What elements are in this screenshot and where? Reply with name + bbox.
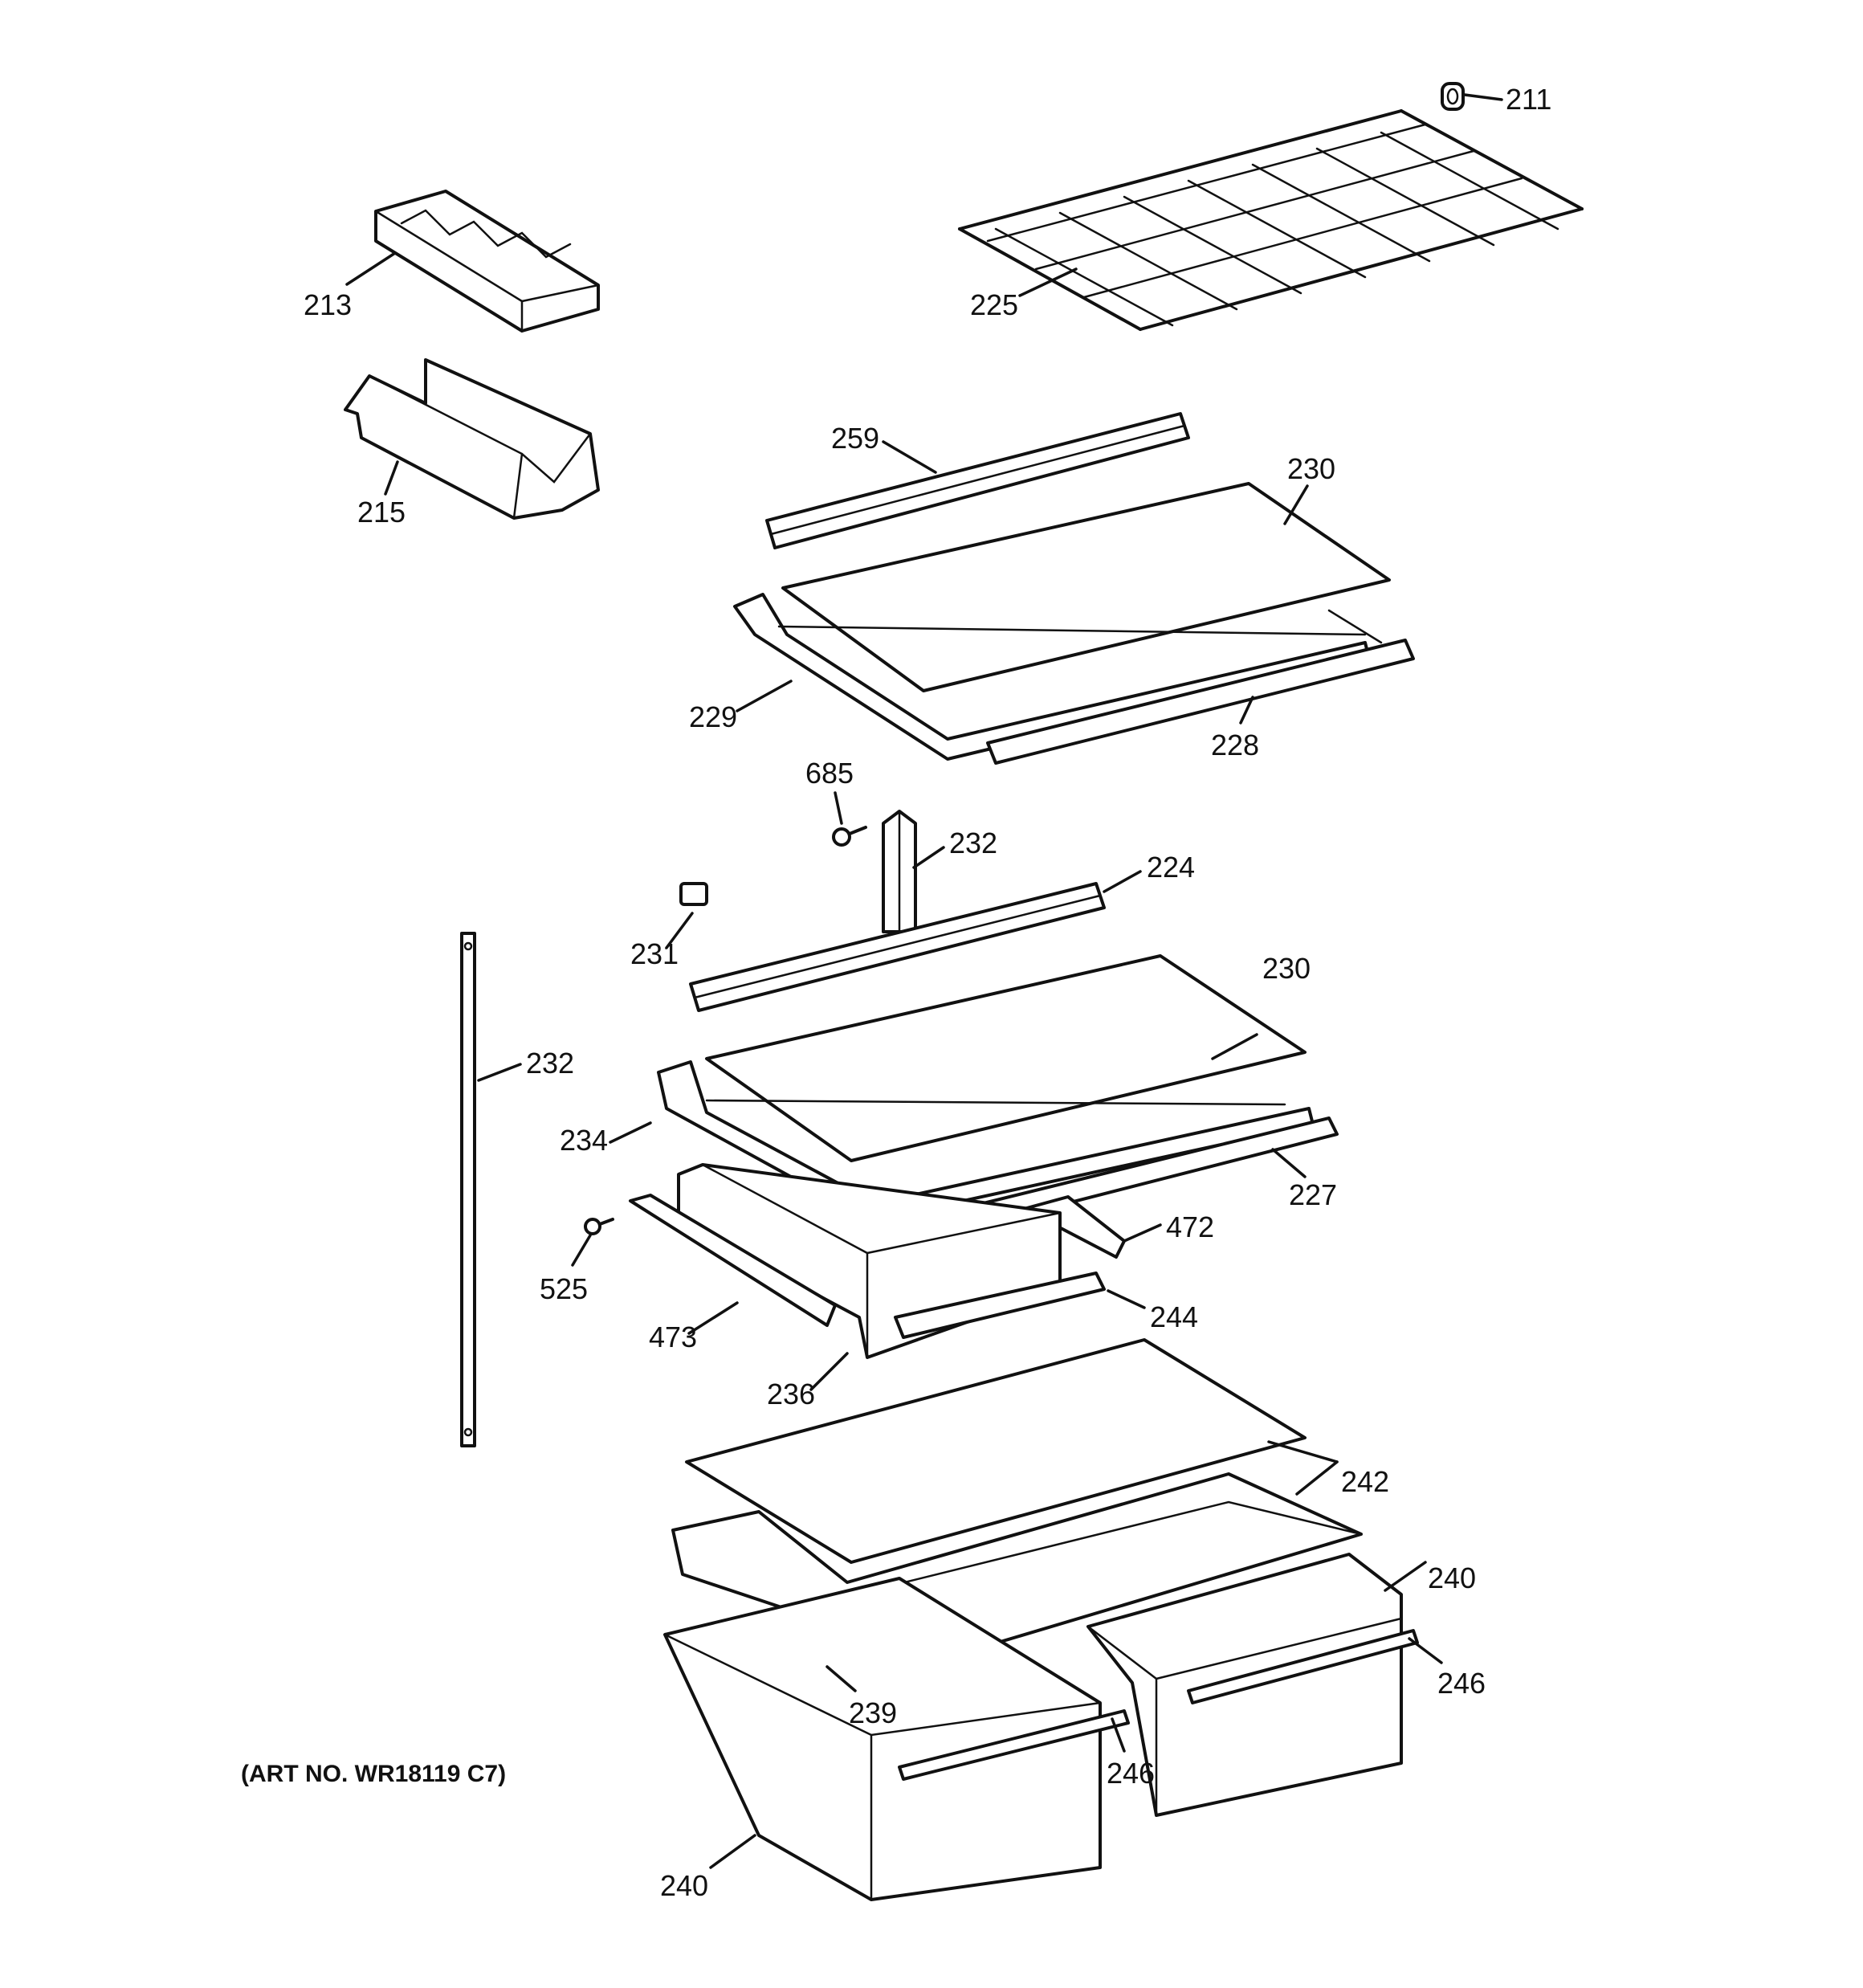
leader-lines	[345, 93, 1503, 1869]
part-246-handle-left	[898, 1709, 1130, 1781]
callout-230-lower: 230	[1262, 952, 1311, 985]
part-232-bracket-long	[460, 932, 476, 1447]
callout-231: 231	[630, 937, 679, 970]
callout-225: 225	[970, 288, 1018, 321]
part-259-shelf-rail	[765, 412, 1190, 549]
callout-246-left: 246	[1107, 1757, 1155, 1790]
callout-244: 244	[1150, 1300, 1198, 1333]
callout-232-upper: 232	[949, 827, 997, 859]
part-232-bracket-upper	[882, 810, 917, 933]
callout-525: 525	[540, 1272, 588, 1305]
art-number-label: (ART NO. WR18119 C7)	[241, 1761, 506, 1787]
part-213-ice-tray	[374, 190, 600, 333]
part-246-handle-right	[1187, 1629, 1419, 1704]
callout-472: 472	[1166, 1210, 1214, 1243]
part-244-drawer-trim	[894, 1272, 1106, 1339]
part-229-shelf-frame	[733, 593, 1383, 761]
part-525-screw	[584, 1218, 614, 1235]
part-242-glass-cover	[685, 1338, 1307, 1564]
callout-215: 215	[357, 496, 406, 529]
callout-259: 259	[831, 422, 879, 455]
callout-227: 227	[1289, 1178, 1337, 1211]
callout-230-upper: 230	[1287, 452, 1335, 485]
part-228-front-trim	[986, 639, 1415, 765]
callout-240-left: 240	[660, 1869, 708, 1902]
part-230-glass-shelf-upper	[781, 482, 1391, 692]
callout-234: 234	[560, 1124, 608, 1157]
callout-473: 473	[649, 1321, 697, 1353]
callout-229: 229	[689, 700, 737, 733]
part-473-slide	[629, 1194, 837, 1327]
part-211-cap	[1441, 82, 1465, 111]
part-225-wire-shelf	[958, 109, 1584, 331]
callout-246-right: 246	[1437, 1667, 1486, 1700]
part-230-glass-shelf-lower	[705, 954, 1307, 1162]
callout-240-right: 240	[1428, 1561, 1476, 1594]
part-224-shelf-rail	[689, 882, 1106, 1012]
callout-228: 228	[1211, 729, 1259, 761]
callout-236: 236	[767, 1378, 815, 1410]
part-231-clip	[679, 882, 708, 906]
callout-239: 239	[849, 1696, 897, 1729]
part-685-screw	[832, 826, 867, 847]
callout-242: 242	[1341, 1465, 1389, 1498]
callout-211: 211	[1506, 83, 1551, 116]
callout-685: 685	[805, 757, 854, 790]
part-215-door-bin	[344, 358, 600, 520]
callout-213: 213	[304, 288, 352, 321]
part-240-crisper-left	[663, 1577, 1102, 1901]
callout-232-long: 232	[526, 1047, 574, 1080]
callout-224: 224	[1147, 851, 1195, 884]
